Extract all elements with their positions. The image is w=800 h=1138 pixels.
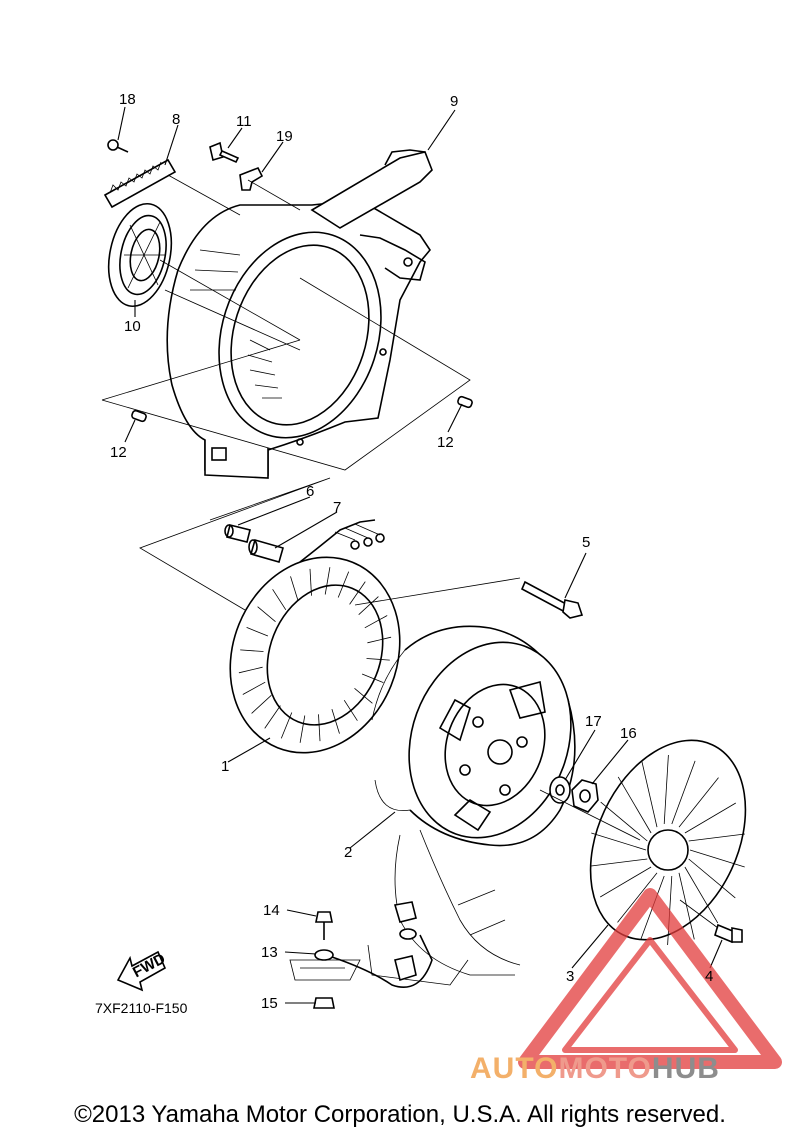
stator-winding-divider [257, 606, 276, 623]
stator-winding-divider [343, 699, 358, 721]
callout-8: 8 [172, 111, 180, 128]
stator-winding-divider [366, 658, 390, 661]
stator-winding-divider [272, 589, 287, 611]
fan-blade [641, 760, 658, 828]
bolt-part-11 [209, 141, 240, 164]
callout-12-left: 12 [110, 444, 127, 461]
callout-13: 13 [261, 944, 278, 961]
bolt-part-5 [520, 580, 584, 619]
callout-9: 9 [450, 93, 458, 110]
watermark-hub: HUB [651, 1052, 720, 1085]
stator-winding-divider [242, 681, 266, 695]
callout-11: 11 [236, 113, 252, 130]
dowel-pin-part-12-left [131, 409, 147, 423]
alignment-lines [101, 174, 719, 929]
stator-winding-divider [337, 571, 350, 598]
stator-winding-divider [238, 666, 263, 674]
stator-winding-divider [299, 715, 306, 743]
fan-blade [663, 754, 669, 825]
stator-winding-divider [354, 687, 373, 704]
fan-blade [689, 849, 745, 868]
leader-lines [117, 106, 723, 1004]
stator-winding-divider [264, 705, 281, 729]
fwd-arrow-icon: FWD [116, 950, 168, 992]
stator-windings [238, 567, 392, 743]
automotohub-watermark-text: AUTOMOTOHUB [470, 1052, 720, 1086]
figure-code: 7XF2110-F150 [95, 1000, 188, 1016]
stator-winding-divider [318, 714, 321, 742]
stator-winding-divider [240, 649, 264, 652]
fan-blade [688, 858, 736, 899]
fan-blade [591, 858, 648, 867]
fan-blade [617, 776, 652, 834]
stator-lead-wires [299, 519, 385, 563]
crankcase-outline [367, 829, 521, 986]
screen-part-10 [107, 202, 173, 308]
fan-blade [678, 872, 695, 940]
nut-part-16 [571, 779, 599, 813]
automotohub-watermark-logo [518, 888, 782, 1069]
washer-part-17 [549, 776, 571, 804]
stator-winding-divider [309, 568, 312, 596]
fan-blade [671, 760, 696, 825]
callout-19: 19 [276, 128, 293, 145]
callout-14: 14 [263, 902, 280, 919]
watermark-moto: MOTO [558, 1052, 652, 1085]
bolt-part-14 [315, 911, 333, 940]
stator-winding-divider [280, 712, 293, 739]
fan-blade [617, 872, 658, 923]
callout-16: 16 [620, 725, 637, 742]
callout-12-right: 12 [437, 434, 454, 451]
stator-winding-divider [324, 567, 331, 595]
callout-1: 1 [221, 758, 229, 775]
watermark-auto: AUTO [470, 1052, 559, 1085]
fan-blade [600, 801, 648, 842]
ground-plane-hatch [289, 959, 361, 981]
rack-part-8 [103, 158, 177, 209]
flywheel-part-2 [371, 625, 576, 847]
stator-winding-divider [349, 581, 366, 605]
stator-winding-divider [358, 596, 379, 615]
ground-lead-wire [331, 901, 433, 988]
callout-15: 15 [261, 995, 278, 1012]
stator-winding-divider [251, 695, 272, 714]
fan-housing-part-9 [166, 149, 433, 479]
collar-part-7 [248, 539, 284, 563]
callout-4: 4 [705, 968, 713, 985]
callout-6: 6 [306, 483, 314, 500]
stator-winding-divider [331, 708, 340, 734]
fan-blade [684, 866, 719, 924]
fan-blade [678, 777, 719, 828]
callout-5: 5 [582, 534, 590, 551]
callout-18: 18 [119, 91, 136, 108]
callout-3: 3 [566, 968, 574, 985]
fan-blades [591, 754, 745, 946]
callout-7: 7 [333, 499, 341, 516]
clamp-part-19 [239, 166, 264, 191]
callout-17: 17 [585, 713, 602, 730]
washer-part-13 [314, 949, 334, 961]
stator-winding-divider [364, 615, 388, 629]
fan-blade [684, 802, 737, 834]
stator-winding-divider [361, 673, 384, 683]
collar-part-6 [224, 524, 251, 543]
fan-blade [591, 832, 647, 851]
nut-part-15 [313, 997, 335, 1009]
screw-part-18 [107, 139, 129, 153]
fan-blade [688, 833, 745, 842]
callout-2: 2 [344, 844, 352, 861]
stator-winding-divider [367, 636, 392, 644]
dowel-pin-part-12-right [457, 395, 473, 409]
callout-10: 10 [124, 318, 141, 335]
fan-blade [599, 866, 652, 898]
stator-winding-divider [246, 627, 269, 637]
callout-labels: 18 8 11 19 9 10 12 12 6 7 5 1 2 17 16 3 … [110, 91, 713, 1012]
copyright-notice: ©2013 Yamaha Motor Corporation, U.S.A. A… [74, 1101, 726, 1128]
cooling-fan-part-3 [589, 739, 747, 946]
bolt-part-4 [714, 923, 743, 944]
stator-winding-divider [290, 576, 299, 602]
stator-coil-part-1 [229, 556, 401, 754]
